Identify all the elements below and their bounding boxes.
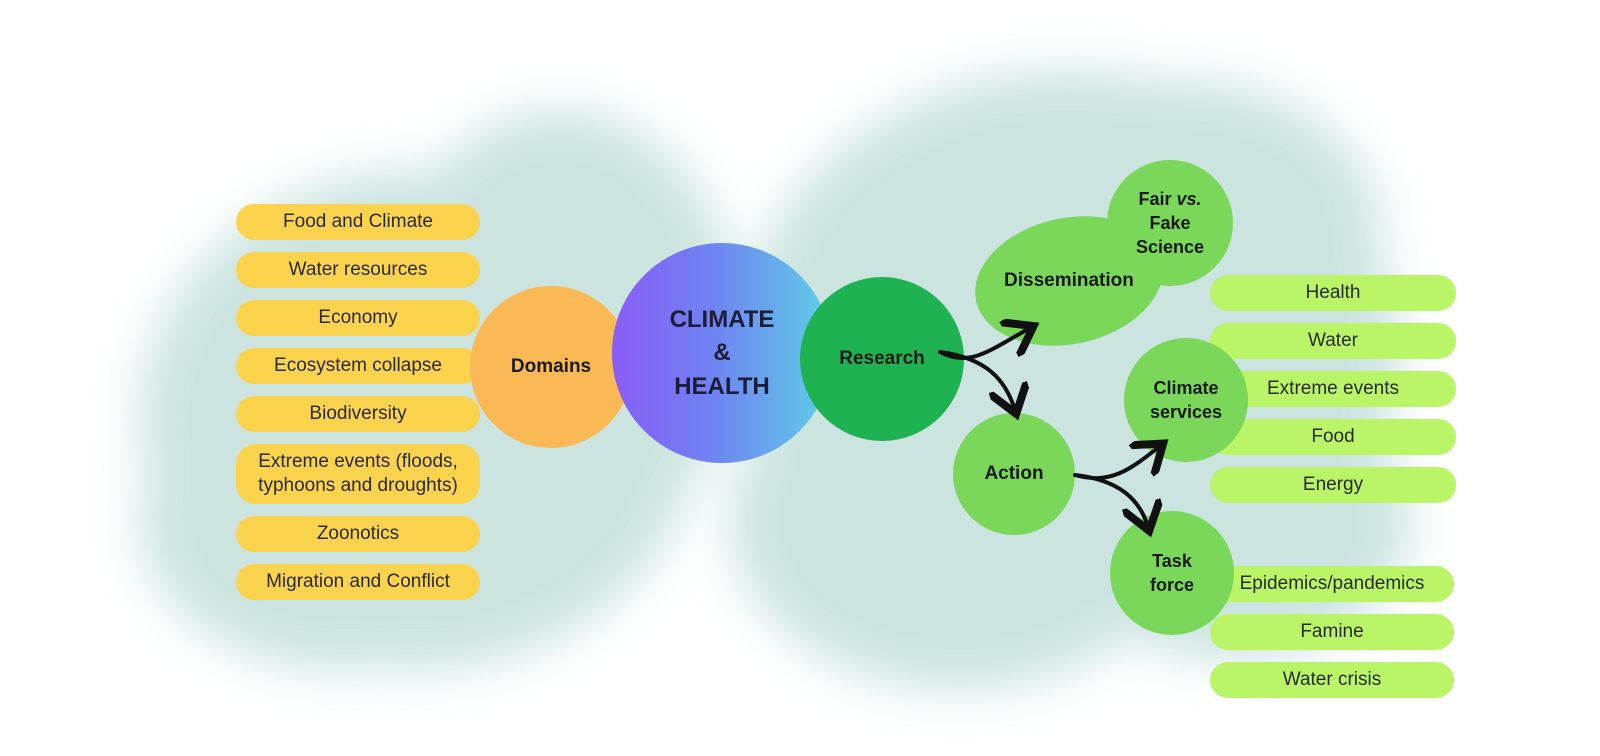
task-force-line2: force: [1149, 575, 1194, 595]
arrow-research-to-dissemination: [938, 328, 1030, 361]
task-force-item: Epidemics/pandemics: [1210, 566, 1454, 602]
climate-service-item: Food: [1210, 419, 1456, 455]
climate-services-line1: Climate: [1153, 377, 1219, 398]
climate-service-item: Extreme events: [1210, 371, 1456, 407]
climate-services-line2: services: [1149, 402, 1223, 422]
fair-vs-label: Fair vs.: [1138, 188, 1202, 209]
center-node: CLIMATE & HEALTH: [612, 243, 832, 463]
action-node: Action: [953, 413, 1075, 535]
domain-item: Water resources: [236, 252, 480, 288]
fair-vs-fake-science-node: Fair vs. Fake Science: [1107, 160, 1233, 286]
climate-service-item: Energy: [1210, 467, 1456, 503]
domains-label: Domains: [510, 356, 592, 377]
task-force-item: Famine: [1210, 614, 1454, 650]
domain-item: Migration and Conflict: [236, 564, 480, 600]
center-title-line3: HEALTH: [674, 372, 770, 400]
domains-node: Domains: [470, 286, 632, 448]
climate-service-item: Health: [1210, 275, 1456, 311]
domain-item: Economy: [236, 300, 480, 336]
domain-item: Ecosystem collapse: [236, 348, 480, 384]
domain-item: Food and Climate: [236, 204, 480, 240]
action-label: Action: [984, 463, 1044, 484]
arrow-action-to-task-force: [1073, 473, 1148, 527]
task-force-item: Water crisis: [1210, 662, 1454, 698]
center-title-line1: CLIMATE: [669, 305, 775, 333]
research-label: Research: [839, 348, 925, 369]
arrow-research-to-action: [938, 350, 1015, 410]
climate-service-item: Water: [1210, 323, 1456, 359]
research-node: Research: [800, 277, 964, 441]
task-force-line1: Task: [1152, 550, 1192, 571]
domain-item: Extreme events (floods, typhoons and dro…: [236, 444, 480, 504]
arrow-action-to-climate-services: [1073, 446, 1160, 481]
task-force-node: Task force: [1110, 511, 1234, 635]
domain-item: Biodiversity: [236, 396, 480, 432]
science-label: Science: [1135, 237, 1205, 258]
center-title-line2: &: [713, 339, 731, 367]
domain-item: Zoonotics: [236, 516, 480, 552]
fake-label: Fake: [1149, 212, 1191, 233]
